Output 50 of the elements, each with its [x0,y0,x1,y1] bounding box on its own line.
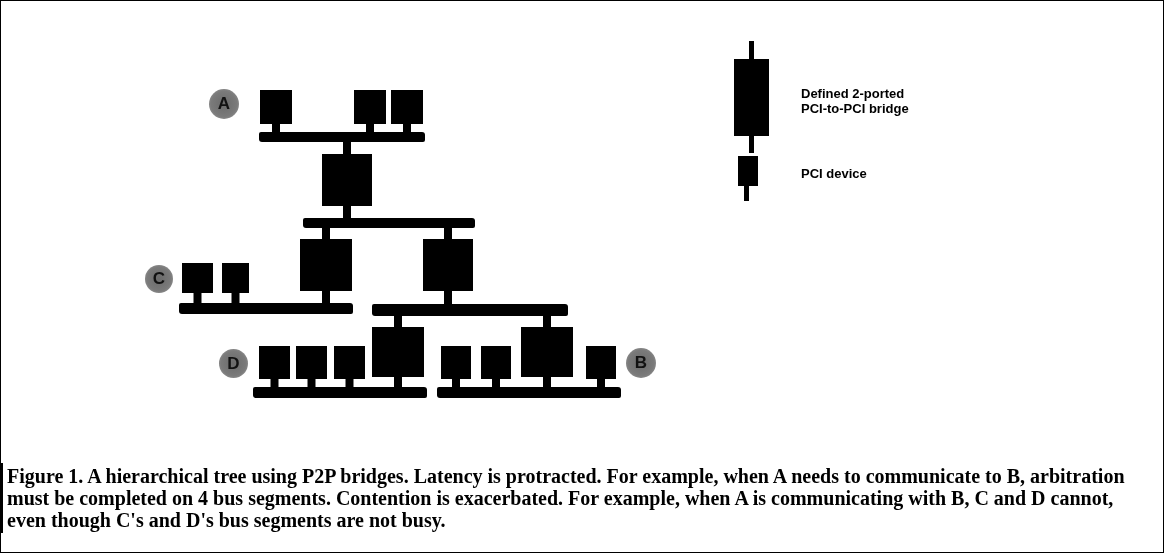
device-block [441,346,471,379]
connector-stub [543,316,551,327]
letter-badge: D [219,349,248,378]
bus-bar [259,132,425,142]
connector-stub [444,228,452,239]
connector-stub [193,293,202,303]
connector-stub [345,379,354,387]
connector-stub [366,124,374,132]
bridge-block [372,327,424,377]
connector-stub [543,377,551,387]
connector-stub [452,379,460,387]
connector-stub [322,228,330,239]
device-block [334,346,365,379]
letter-badge: B [626,348,656,378]
bus-bar [253,387,427,398]
device-block [259,346,290,379]
figure-caption: Figure 1. A hierarchical tree using P2P bridges. Latency is protracted. For example, when A needs to communicate to B, arbitration must be completed on 4 bus segments. Contention is exacerbated. For example, when A is communicating with B, C and D cannot, even though C's and D's bus segments are not busy. [1,463,1159,533]
connector-stub [394,377,402,387]
connector-stub [272,124,280,132]
bus-bar [437,387,621,398]
connector-stub [307,379,316,387]
connector-stub [343,206,351,218]
device-block [354,90,386,124]
device-block [586,346,616,379]
legend-text: PCI device [801,166,868,181]
connector-stub [322,291,330,303]
connector-stub [492,379,500,387]
connector-stub [394,316,402,327]
connector-stub [270,379,279,387]
device-block [391,90,423,124]
connector-stub [403,124,411,132]
connector-stub [231,293,240,303]
bridge-block [322,154,372,206]
bridge-block [521,327,573,377]
letter-badge: C [145,265,173,293]
bridge-block [300,239,352,291]
device-block [260,90,292,124]
bus-bar [372,304,568,316]
connector-stub [343,142,351,154]
connector-stub [444,291,452,304]
device-block [296,346,327,379]
bus-bar [179,303,353,314]
bridge-block [423,239,473,291]
letter-badge: A [209,89,239,119]
device-block [222,263,249,293]
device-block [481,346,511,379]
legend-text: Defined 2-ported PCI-to-PCI bridge [801,86,910,116]
connector-stub [597,379,605,387]
bus-bar [303,218,475,228]
device-block [182,263,213,293]
